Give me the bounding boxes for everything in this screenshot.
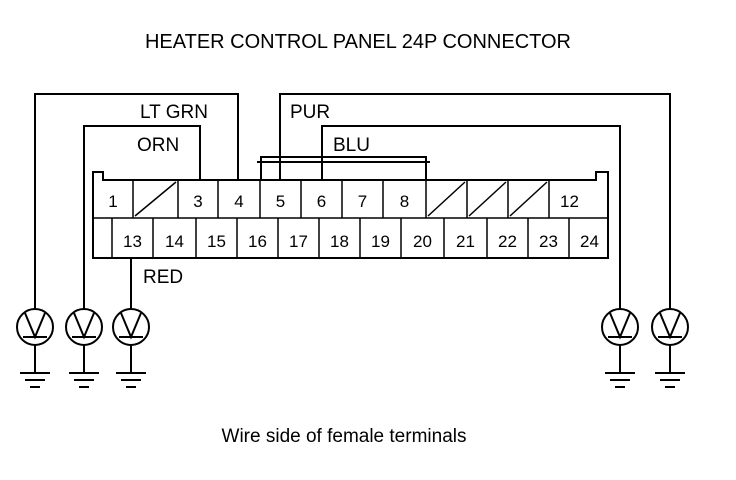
terminal-4: 4 — [234, 192, 243, 211]
terminal-5: 5 — [276, 192, 285, 211]
wire-orn — [83, 125, 201, 310]
terminal-21: 21 — [456, 232, 475, 251]
terminal-19: 19 — [371, 232, 390, 251]
wire-label-red: RED — [143, 267, 183, 288]
empty-cavity-slash — [134, 181, 177, 217]
terminal-13: 13 — [123, 232, 142, 251]
diagram-caption: Wire side of female terminals — [222, 426, 467, 447]
wire-label-lt-grn: LT GRN — [140, 102, 208, 123]
terminal-24: 24 — [580, 232, 599, 251]
terminal-17: 17 — [289, 232, 308, 251]
terminal-18: 18 — [330, 232, 349, 251]
top-row-terminals: 1 3 4 5 6 7 8 12 — [108, 180, 579, 218]
wire-label-orn: ORN — [137, 135, 179, 156]
empty-cavity-slash — [427, 181, 466, 217]
terminal-22: 22 — [498, 232, 517, 251]
terminal-12: 12 — [560, 192, 579, 211]
shorting-bar — [260, 156, 427, 180]
wire-pur — [279, 93, 671, 310]
terminal-16: 16 — [248, 232, 267, 251]
diagram-title: HEATER CONTROL PANEL 24P CONNECTOR — [145, 31, 571, 53]
empty-cavity-slash — [509, 181, 548, 217]
ground-icon — [69, 372, 99, 388]
ground-icon — [116, 372, 146, 388]
connector-outline — [92, 171, 609, 259]
terminal-3: 3 — [193, 192, 202, 211]
ground-icon — [655, 372, 685, 388]
bottom-row-terminals: 13 14 15 16 17 18 19 20 21 22 23 24 — [111, 218, 599, 258]
empty-cavity-slash — [468, 181, 507, 217]
wire-blu — [321, 125, 621, 310]
wire-label-blu: BLU — [333, 135, 370, 156]
terminal-15: 15 — [207, 232, 226, 251]
terminal-1: 1 — [108, 192, 117, 211]
terminal-6: 6 — [317, 192, 326, 211]
ground-icon — [20, 372, 50, 388]
bulb-icon — [16, 308, 54, 388]
bulb-icon — [651, 308, 689, 388]
bulb-icon — [601, 308, 639, 388]
terminal-7: 7 — [358, 192, 367, 211]
wire-lt-grn — [34, 93, 239, 310]
bulbs — [16, 308, 689, 388]
terminal-23: 23 — [539, 232, 558, 251]
terminal-14: 14 — [165, 232, 184, 251]
terminal-8: 8 — [400, 192, 409, 211]
terminal-20: 20 — [413, 232, 432, 251]
ground-icon — [605, 372, 635, 388]
wire-label-pur: PUR — [290, 102, 330, 123]
bulb-icon — [112, 308, 150, 388]
bulb-icon — [65, 308, 103, 388]
